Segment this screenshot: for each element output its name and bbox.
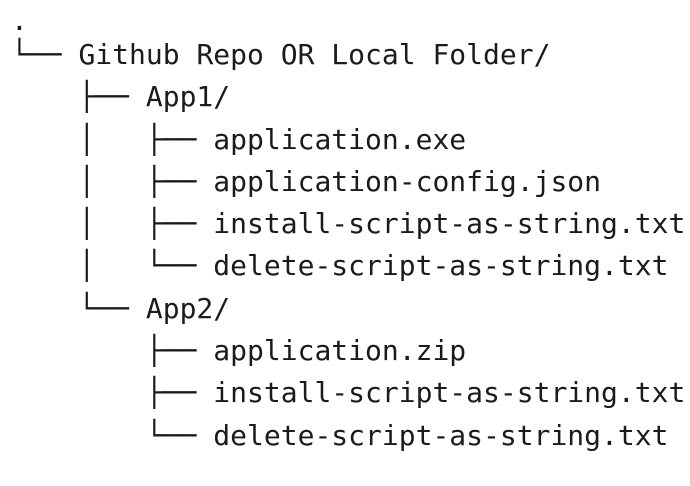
tree-branch-connector-icon: │ ├── — [11, 207, 214, 241]
tree-file-name: install-script-as-string.txt — [213, 207, 686, 241]
tree-file-name: . — [11, 4, 28, 37]
tree-branch-connector-icon: ├── — [11, 376, 214, 410]
tree-file-row: └── delete-script-as-string.txt — [11, 415, 690, 457]
tree-file-row: ├── application.zip — [11, 330, 690, 372]
tree-folder-name: App2/ — [145, 291, 231, 325]
tree-folder-row: ├── App1/ — [11, 76, 690, 118]
tree-branch-connector-icon: └── — [11, 291, 146, 325]
tree-branch-connector-icon: │ ├── — [11, 122, 214, 156]
tree-folder-name: App1/ — [145, 80, 231, 114]
tree-folder-name: Github Repo OR Local Folder/ — [78, 38, 551, 71]
tree-folder-row: └── App2/ — [11, 288, 690, 330]
tree-file-row: │ ├── install-script-as-string.txt — [11, 203, 690, 245]
tree-file-row: ├── install-script-as-string.txt — [11, 372, 690, 414]
tree-branch-connector-icon: └── — [11, 418, 214, 452]
tree-folder-row: └── Github Repo OR Local Folder/ — [11, 34, 690, 76]
tree-file-name: application-config.json — [213, 164, 602, 198]
tree-file-name: application.zip — [213, 334, 467, 368]
tree-branch-connector-icon: └── — [11, 38, 79, 71]
tree-file-row: │ ├── application-config.json — [11, 161, 690, 203]
tree-root-node: . — [11, 7, 690, 35]
tree-branch-connector-icon: │ ├── — [11, 164, 214, 198]
tree-branch-connector-icon: ├── — [11, 80, 146, 114]
tree-file-name: install-script-as-string.txt — [213, 376, 686, 410]
tree-branch-connector-icon: │ └── — [11, 249, 214, 283]
tree-file-row: │ └── delete-script-as-string.txt — [11, 245, 690, 287]
tree-file-row: │ ├── application.exe — [11, 119, 690, 161]
tree-file-name: delete-script-as-string.txt — [213, 418, 669, 452]
tree-file-name: delete-script-as-string.txt — [213, 249, 669, 283]
tree-branch-connector-icon: ├── — [11, 334, 214, 368]
tree-file-name: application.exe — [213, 122, 467, 156]
